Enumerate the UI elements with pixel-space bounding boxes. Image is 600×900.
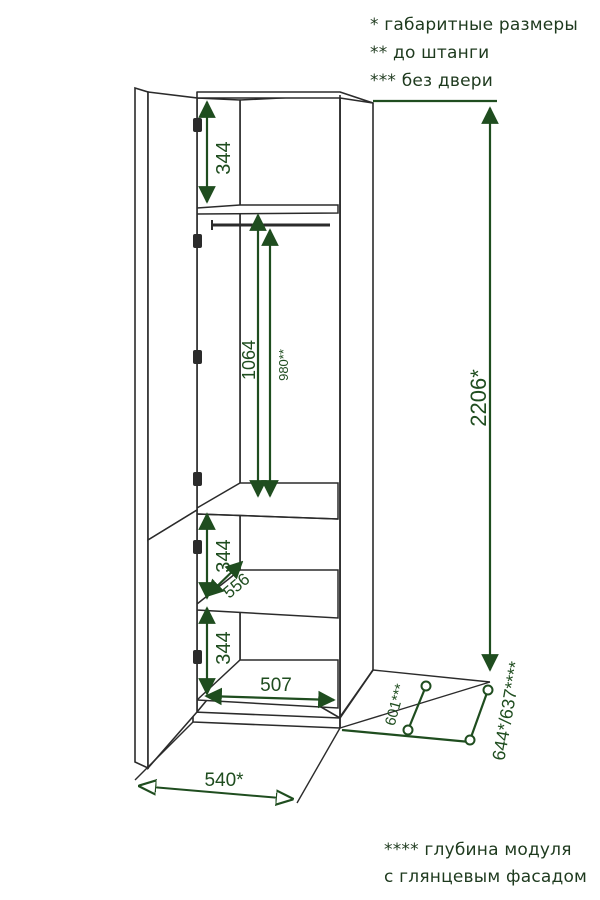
left-inner-panel <box>196 97 241 713</box>
to-rod-label: 980** <box>276 349 291 381</box>
depth-no-door-label: 601*** <box>382 682 409 728</box>
note-glossy-facade: с глянцевым фасадом <box>384 867 588 887</box>
floor-outline <box>134 669 491 804</box>
outer-width-label: 540* <box>204 770 244 791</box>
note-overall-dimensions: * габаритные размеры <box>370 15 579 35</box>
depth-no-door-line <box>406 685 428 731</box>
rod-clear-label: 1064 <box>239 340 259 380</box>
note-without-door: *** без двери <box>370 71 493 91</box>
shelf-depth-line <box>205 560 244 598</box>
shelf-low-label: 344 <box>213 631 235 664</box>
total-depth-line <box>341 728 471 744</box>
top-shelf-label: 344 <box>213 141 235 174</box>
door-panel <box>134 86 198 771</box>
door-hinges <box>193 118 202 664</box>
shelf-mid-label: 344 <box>213 539 235 572</box>
top-shelf <box>196 204 339 215</box>
dimension-lines <box>198 99 499 744</box>
hinge-icon <box>193 650 202 664</box>
hinge-icon <box>193 472 202 486</box>
hinge-icon <box>193 540 202 554</box>
total-height-label: 2206* <box>466 369 491 427</box>
top-panel <box>196 91 374 104</box>
inner-width-label: 507 <box>260 675 292 696</box>
hinge-icon <box>193 234 202 248</box>
total-depth-label: 644*/637**** <box>489 660 526 762</box>
outer-width-arrow <box>140 786 292 799</box>
back-wall <box>239 94 341 719</box>
note-to-rod: ** до штанги <box>370 43 490 63</box>
inner-width-line <box>204 687 336 709</box>
hinge-icon <box>193 350 202 364</box>
bottom-plinth <box>192 711 341 729</box>
right-side-panel <box>339 94 374 718</box>
depth-markers <box>402 680 494 746</box>
note-module-depth: **** глубина модуля <box>384 840 572 860</box>
hanging-rod <box>211 220 330 230</box>
hinge-icon <box>193 118 202 132</box>
